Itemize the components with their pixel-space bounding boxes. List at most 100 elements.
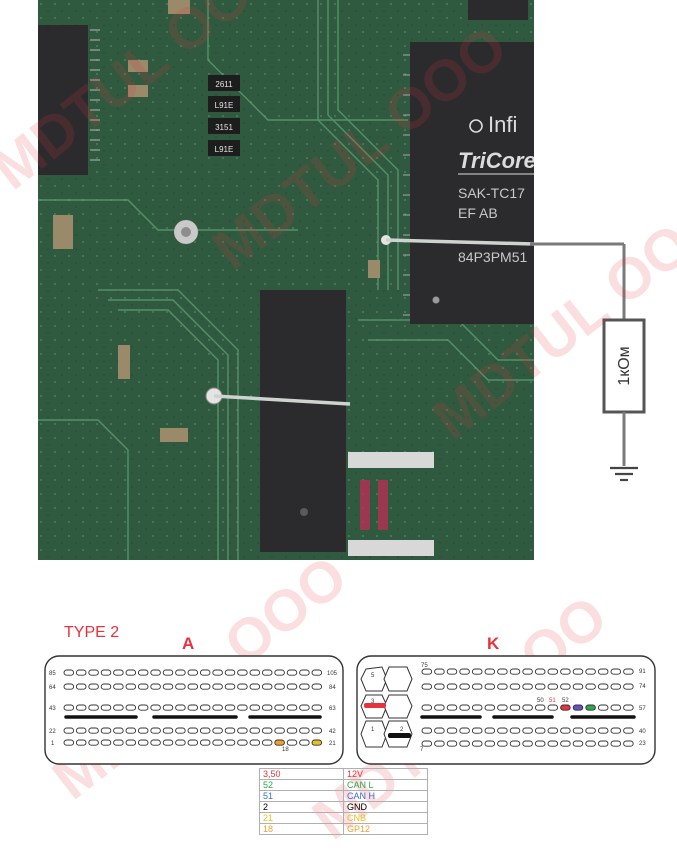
connector-pin [187, 683, 199, 690]
pin-label-50: 50 [537, 698, 544, 704]
connector-pin [212, 704, 223, 711]
connector-pin [63, 727, 75, 734]
connector-pin [509, 704, 521, 711]
connector-a: 85 64 43 22 1 105 84 63 42 21 18 [44, 655, 344, 765]
connector-pin [497, 740, 508, 747]
connector-pin [125, 683, 137, 690]
connector-pin [534, 668, 546, 675]
connector-a-title: A [182, 634, 195, 653]
connector-pin [224, 739, 236, 746]
connector-pin [497, 727, 508, 734]
cavity-number: 5 [371, 673, 375, 679]
resistor-label: 1кОм [616, 346, 633, 385]
connector-pin [150, 739, 161, 746]
legend-signal: GND [343, 801, 428, 813]
connector-pin [522, 727, 533, 734]
connector-pin [572, 683, 584, 690]
connector-pin [100, 704, 112, 711]
connector-pin [212, 739, 223, 746]
connector-pin [459, 683, 470, 690]
connector-pin [113, 727, 124, 734]
connector-pin [434, 668, 445, 675]
connector-pin [434, 683, 445, 690]
connector-pin [261, 727, 273, 734]
connector-pin [187, 669, 199, 676]
connector-k: 5 3 1 2 75 7 91 74 57 40 23 50 51 52 [356, 655, 656, 765]
connector-pin [75, 727, 87, 734]
connector-pin [547, 727, 559, 734]
connector-pin [162, 704, 174, 711]
connector-pin [274, 739, 285, 746]
connector-pin [585, 668, 596, 675]
connector-pin [162, 683, 174, 690]
pin-number: 1 [51, 741, 55, 747]
connector-pin [484, 740, 496, 747]
tricore-line3: EF AB [458, 205, 498, 221]
tricore-line4: 84P3PM51 [458, 249, 527, 265]
connector-pin [311, 739, 323, 746]
pin-number: 42 [329, 729, 336, 735]
connector-pin [261, 704, 273, 711]
connector-pin [187, 727, 199, 734]
connector-pin [471, 727, 483, 734]
connector-pin [150, 669, 161, 676]
connector-pin [199, 683, 211, 690]
pin-label-18: 18 [282, 747, 289, 753]
connector-pin [421, 727, 433, 734]
connector-pin [421, 668, 433, 675]
legend-row: 21 CNB [259, 812, 428, 824]
connector-pin [534, 727, 546, 734]
connector-pin [237, 727, 248, 734]
connector-pin [125, 739, 137, 746]
resistor-schematic: 1кОм [530, 242, 646, 482]
connector-pin [610, 704, 622, 711]
connector-pin [88, 683, 99, 690]
pin-number: 21 [329, 741, 336, 747]
ground-icon [610, 466, 638, 482]
connector-pin [484, 683, 496, 690]
connector-pin [113, 739, 124, 746]
connector-pin [547, 740, 559, 747]
legend-pin: 51 [259, 790, 344, 802]
connector-pin [497, 683, 508, 690]
legend-pin: 2 [259, 801, 344, 813]
legend-row: 18 GP12 [259, 823, 428, 835]
pcb-photo: 2611 L91E 3151 L91E Infi TriCore SAK-TC1… [38, 0, 534, 560]
connector-pin [299, 739, 310, 746]
connector-pin [249, 704, 261, 711]
connector-pin [63, 669, 75, 676]
probe-wire-1 [385, 238, 534, 246]
pin-number: 105 [327, 671, 338, 677]
connector-pin [75, 683, 87, 690]
left-ic [38, 25, 88, 175]
pin-number: 40 [639, 729, 646, 735]
connector-pin [471, 740, 483, 747]
connector-pin [100, 739, 112, 746]
connector-pin [509, 740, 521, 747]
probe-wire-2 [213, 394, 351, 406]
legend-row: 52 CAN L [259, 779, 428, 791]
connector-pin [249, 727, 261, 734]
connector-pin [446, 740, 458, 747]
connector-pin [484, 668, 496, 675]
connector-pin [610, 727, 622, 734]
cavity-3-12v [364, 703, 386, 708]
connector-pin [434, 704, 445, 711]
connector-pin [597, 668, 609, 675]
legend-row: 51 CAN H [259, 790, 428, 802]
connector-pin [560, 668, 571, 675]
connector-pin [150, 704, 161, 711]
cavity-number: 3 [371, 699, 375, 705]
legend-pin: 18 [259, 823, 344, 835]
connector-pin [175, 683, 186, 690]
connector-pin [597, 704, 609, 711]
pin-number: 64 [49, 685, 56, 691]
connector-pin [125, 704, 137, 711]
chip-label: L91E [215, 145, 234, 154]
connector-pin [162, 727, 174, 734]
pin-label-52: 52 [562, 698, 569, 704]
connector-pin [471, 683, 483, 690]
legend-signal: CAN L [343, 779, 428, 791]
pin-number: 7 [420, 747, 424, 753]
connector-pin [311, 727, 323, 734]
